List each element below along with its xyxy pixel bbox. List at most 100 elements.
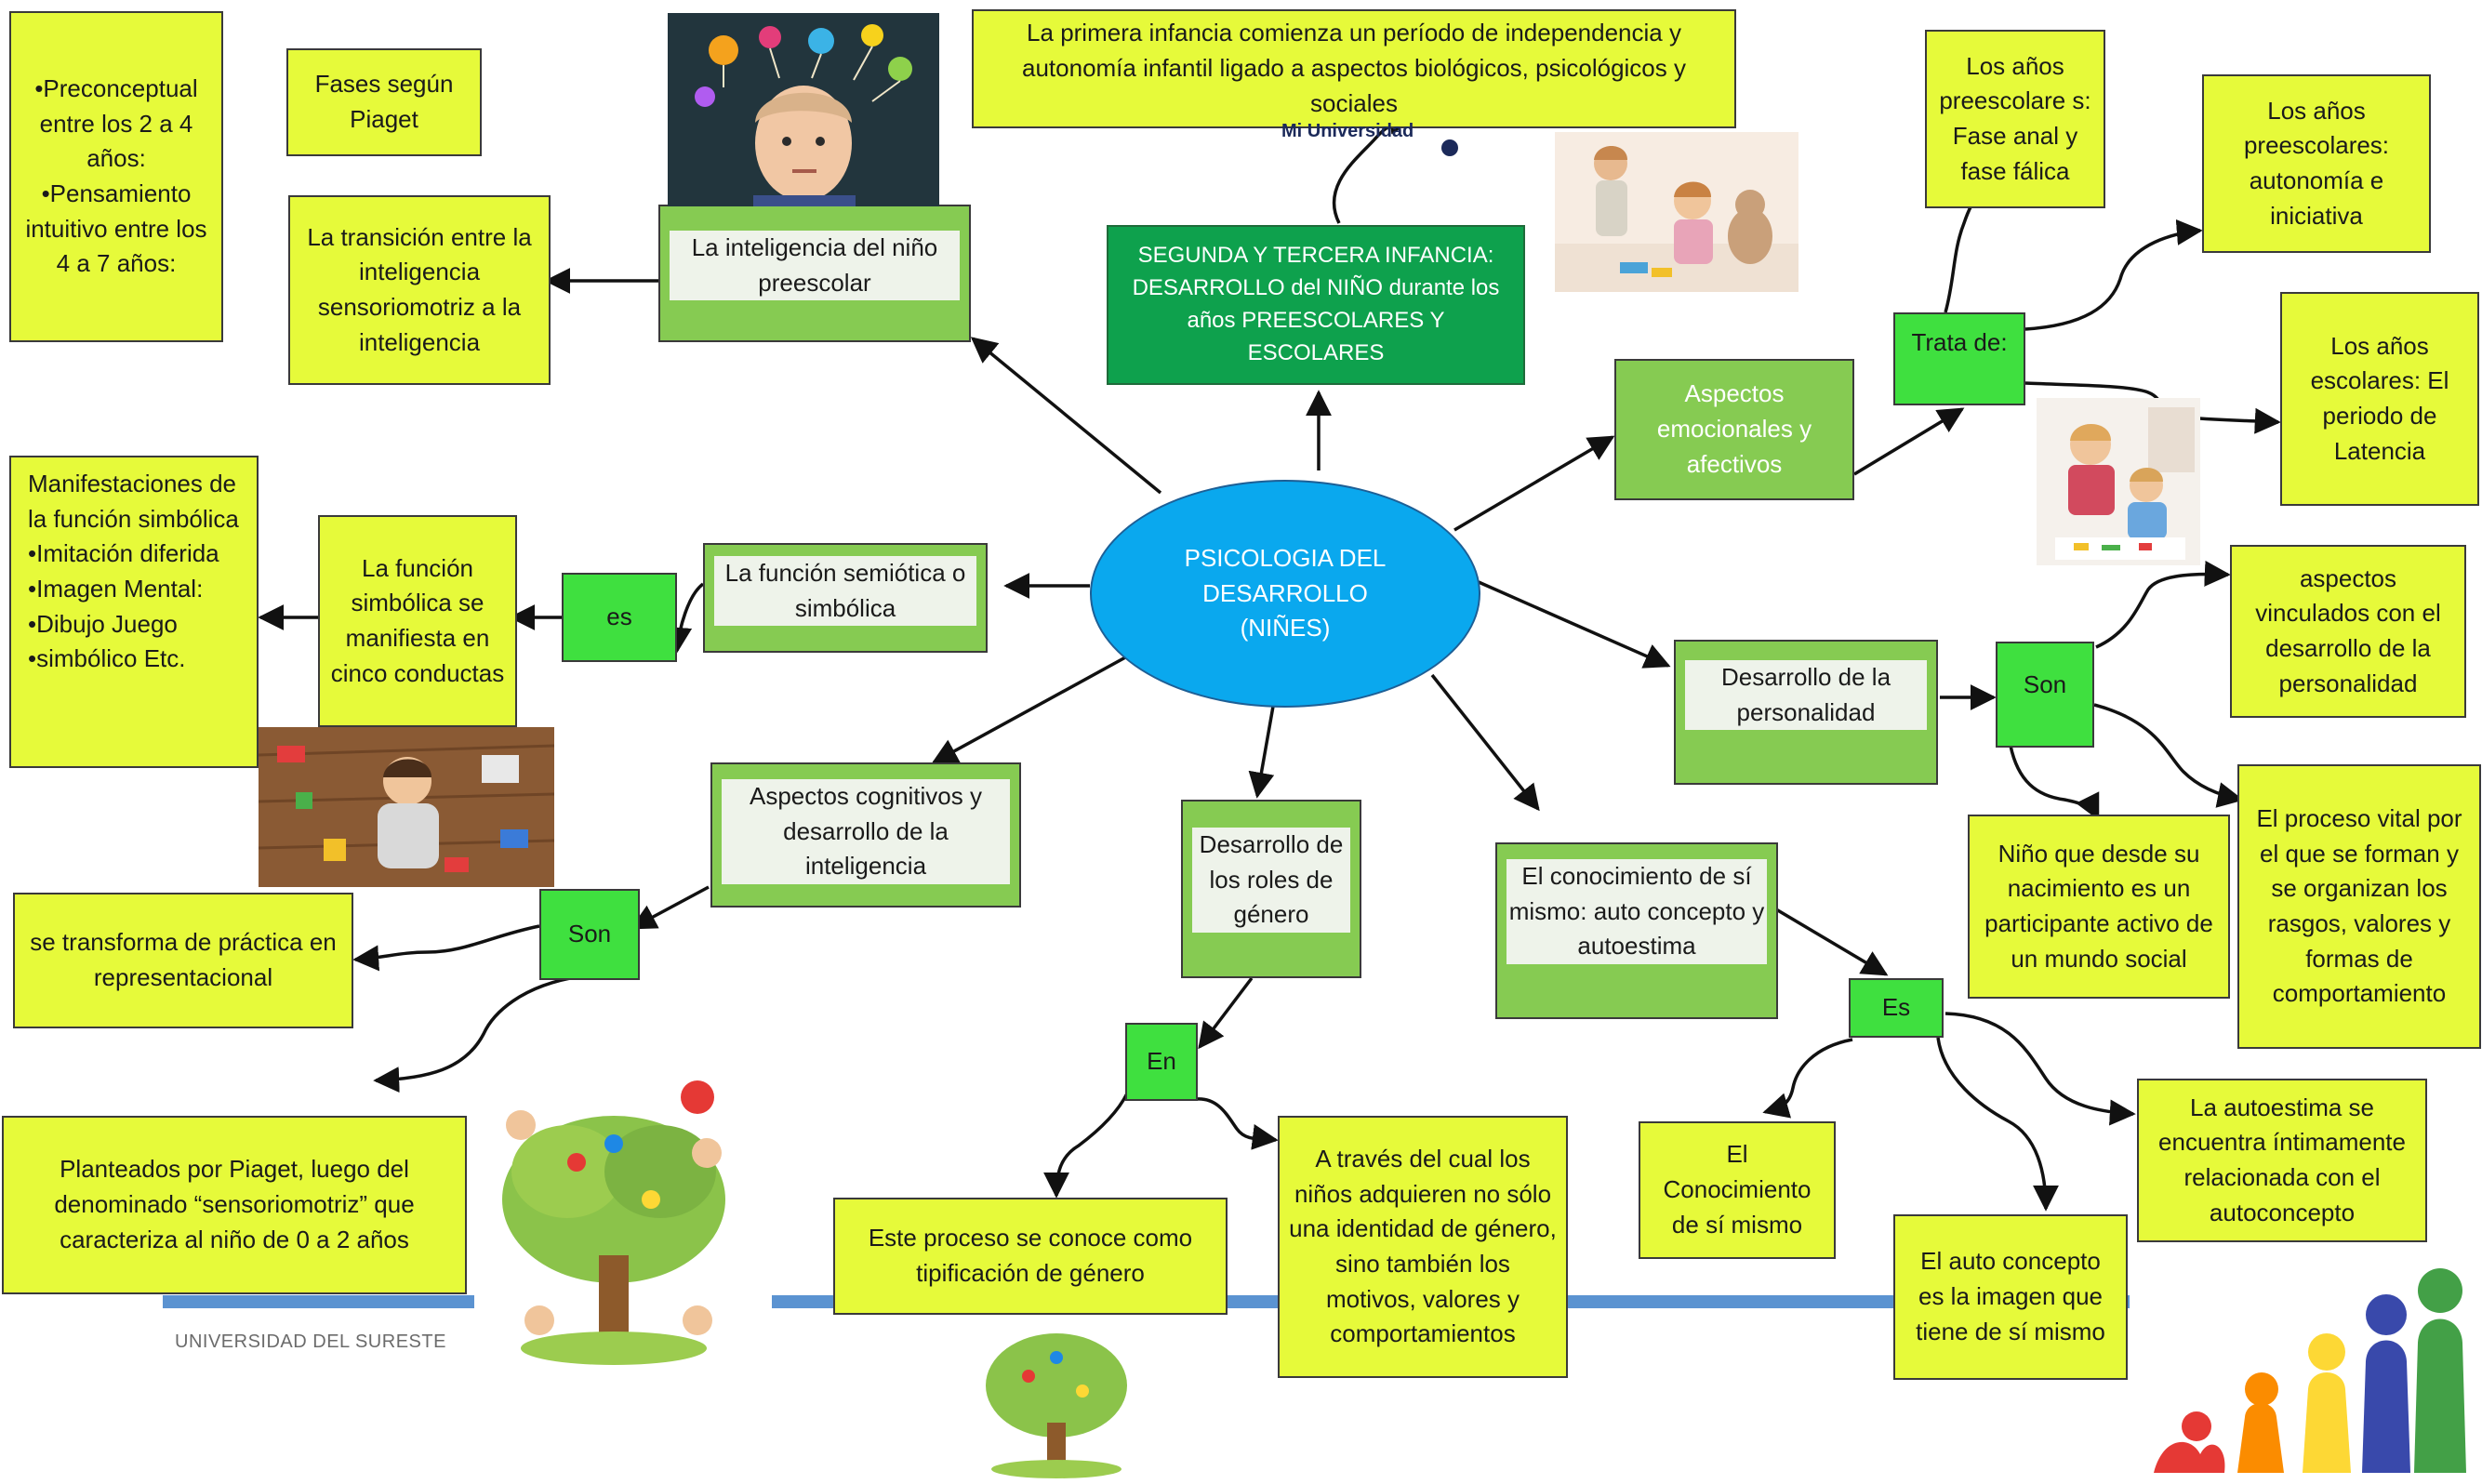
child-toys-image [259, 727, 554, 887]
edge-center-personalidad [1478, 580, 1671, 669]
autoestima-node: La autoestima se encuentra íntimamente r… [2137, 1079, 2427, 1242]
small-tree-image [973, 1320, 1140, 1480]
edge-son-transforma [352, 924, 540, 972]
transforma-text: se transforma de práctica en representac… [30, 928, 337, 991]
center-text: PSICOLOGIA DEL DESARROLLO (NIÑES) [1184, 543, 1387, 643]
boy-lightbulbs-image [668, 13, 939, 206]
primera-infancia-node: La primera infancia comienza un período … [972, 9, 1736, 128]
proceso-vital-node: El proceso vital por el que se forman y … [2237, 764, 2481, 1049]
el-conocimiento-text: El Conocimiento de sí mismo [1663, 1140, 1812, 1239]
edge-conocimiento-es [1775, 908, 1889, 976]
son-personalidad-text: Son [2023, 670, 2067, 698]
footer-university: UNIVERSIDAD DEL SURESTE [175, 1332, 446, 1352]
anos-preescolares-autonomia-node: Los años preescolares: autonomía e inici… [2202, 74, 2431, 253]
es-node-1: es [562, 573, 677, 662]
aspectos-vinculados-node: aspectos vinculados con el desarrollo de… [2230, 545, 2466, 718]
logo-dot-icon [1441, 139, 1458, 156]
kids-tree-image [484, 1069, 750, 1376]
aspectos-cognitivos-text: Aspectos cognitivos y desarrollo de la i… [722, 779, 1010, 885]
auto-concepto-node: El auto concepto es la imagen que tiene … [1893, 1214, 2128, 1380]
auto-concepto-text: El auto concepto es la imagen que tiene … [1916, 1247, 2105, 1345]
edge-center-cognitivos [931, 655, 1128, 764]
inteligencia-preescolar-node: La inteligencia del niño preescolar [658, 205, 971, 342]
edge-son-vinculados [2095, 560, 2231, 649]
edge-en-tipificacion [1043, 1093, 1129, 1199]
logo-text: Mi Universidad [1281, 121, 1414, 141]
inteligencia-preescolar-text: La inteligencia del niño preescolar [670, 231, 960, 301]
edge-son-nino [2009, 745, 2100, 821]
tipificacion-node: Este proceso se conoce como tipificación… [833, 1198, 1228, 1315]
anos-preescolares-anal-text: Los años preescolare s: Fase anal y fase… [1939, 51, 2091, 185]
edge-en-atraves [1195, 1097, 1279, 1150]
desarrollo-personalidad-node: Desarrollo de la personalidad [1674, 640, 1938, 785]
trata-de-text: Trata de: [1911, 328, 2008, 356]
trata-de-node: Trata de: [1893, 312, 2025, 405]
edge-es-elconocimiento [1762, 1038, 1853, 1119]
roles-genero-node: Desarrollo de los roles de género [1181, 800, 1361, 978]
anos-preescolares-anal-node: Los años preescolare s: Fase anal y fase… [1925, 30, 2105, 208]
fases-piaget-text: Fases según Piaget [314, 70, 454, 133]
son-cognitivos-text: Son [567, 920, 612, 948]
funcion-semiotica-text: La función semiótica o simbólica [714, 556, 976, 627]
edge-cognitivos-son [630, 885, 710, 930]
funcion-semiotica-node: La función semiótica o simbólica [703, 543, 988, 653]
funcion-simbolica-cinco-text: La función simbólica se manifiesta en ci… [330, 553, 505, 687]
title-text: SEGUNDA Y TERCERA INFANCIA: DESARROLLO d… [1132, 243, 1500, 365]
planteados-piaget-text: Planteados por Piaget, luego del denomin… [54, 1155, 415, 1253]
edge-es-autoconcepto [1936, 1037, 2059, 1212]
edge-center-emocionales [1453, 435, 1615, 532]
fases-piaget-node: Fases según Piaget [286, 48, 482, 156]
manifestaciones-text: Manifestaciones de la función simbólica … [28, 470, 239, 673]
anos-preescolares-autonomia-text: Los años preescolares: autonomía e inici… [2243, 96, 2390, 230]
transicion-node: La transición entre la inteligencia sens… [288, 195, 551, 385]
edge-center-inteligencia [970, 337, 1162, 495]
es-text-2: Es [1881, 993, 1911, 1022]
conocimiento-si-mismo-node: El conocimiento de sí mismo: auto concep… [1495, 842, 1778, 1019]
aspectos-emocionales-node: Aspectos emocionales y afectivos [1614, 359, 1854, 500]
edge-trata-autonomia [2024, 219, 2203, 331]
a-traves-node: A través del cual los niños adquieren no… [1278, 1116, 1568, 1378]
children-playing-image [2037, 398, 2200, 565]
edge-es-autoestima [1944, 1012, 2136, 1126]
aspectos-emocionales-text: Aspectos emocionales y afectivos [1656, 379, 1812, 478]
planteados-piaget-node: Planteados por Piaget, luego del denomin… [2, 1116, 467, 1294]
edge-center-conocimiento [1430, 673, 1540, 812]
primera-infancia-text: La primera infancia comienza un período … [1022, 19, 1686, 117]
transicion-text: La transición entre la inteligencia sens… [307, 222, 532, 356]
girl-mother-image [1555, 132, 1798, 292]
manifestaciones-node: Manifestaciones de la función simbólica … [9, 456, 259, 768]
edge-emocionales-trata [1853, 407, 1965, 476]
edge-roles-en [1198, 976, 1254, 1050]
growth-silhouettes-image [2135, 1259, 2479, 1478]
conocimiento-si-mismo-text: El conocimiento de sí mismo: auto concep… [1506, 859, 1767, 965]
en-text: En [1147, 1047, 1176, 1076]
el-conocimiento-node: El Conocimiento de sí mismo [1639, 1121, 1836, 1259]
center-node: PSICOLOGIA DEL DESARROLLO (NIÑES) [1090, 480, 1480, 708]
aspectos-cognitivos-node: Aspectos cognitivos y desarrollo de la i… [710, 762, 1021, 908]
aspectos-vinculados-text: aspectos vinculados con el desarrollo de… [2255, 563, 2441, 697]
edge-son-proceso [2093, 703, 2244, 808]
son-personalidad-node: Son [1996, 642, 2094, 748]
footer-band-left [163, 1295, 474, 1308]
desarrollo-personalidad-text: Desarrollo de la personalidad [1685, 660, 1927, 731]
en-node: En [1125, 1023, 1198, 1101]
es-text-1: es [606, 603, 632, 631]
funcion-simbolica-cinco-node: La función simbólica se manifiesta en ci… [318, 515, 517, 727]
nino-participante-node: Niño que desde su nacimiento es un parti… [1968, 815, 2230, 999]
proceso-vital-text: El proceso vital por el que se forman y … [2256, 803, 2462, 1008]
edge-semiotica-es [666, 582, 705, 654]
roles-genero-text: Desarrollo de los roles de género [1192, 828, 1350, 934]
nino-participante-text: Niño que desde su nacimiento es un parti… [1984, 839, 2213, 973]
transforma-node: se transforma de práctica en representac… [13, 893, 353, 1028]
es-node-2: Es [1849, 978, 1944, 1038]
son-cognitivos-node: Son [539, 889, 640, 980]
edge-center-roles [1248, 700, 1276, 799]
preconceptual-text: •Preconceptual entre los 2 a 4 años: •Pe… [25, 73, 207, 278]
anos-escolares-text: Los años escolares: El periodo de Latenc… [2310, 331, 2449, 465]
a-traves-text: A través del cual los niños adquieren no… [1289, 1144, 1557, 1348]
preconceptual-node: •Preconceptual entre los 2 a 4 años: •Pe… [9, 11, 223, 342]
autoestima-text: La autoestima se encuentra íntimamente r… [2158, 1093, 2406, 1226]
title-node: SEGUNDA Y TERCERA INFANCIA: DESARROLLO d… [1107, 225, 1525, 385]
tipificacion-text: Este proceso se conoce como tipificación… [868, 1224, 1193, 1287]
